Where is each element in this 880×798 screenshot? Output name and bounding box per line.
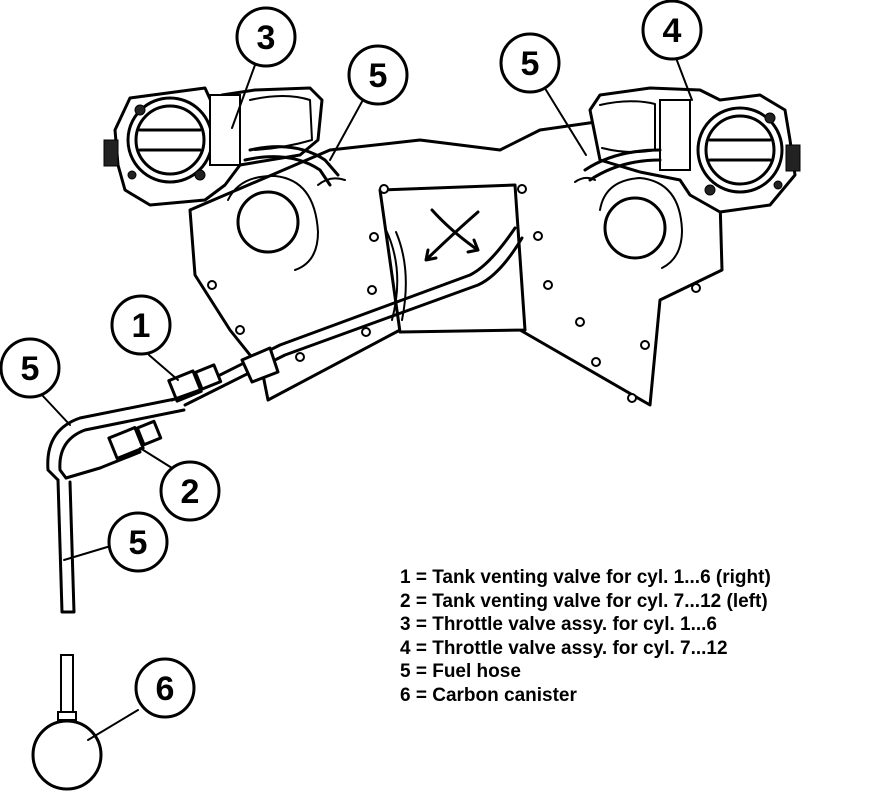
callout-1: 1	[110, 294, 172, 356]
callout-5-lower-label: 5	[129, 524, 148, 562]
throttle-valve-assy-right-bank	[103, 86, 324, 207]
callout-4: 4	[641, 0, 703, 61]
fuel-hose-upper-right	[574, 148, 662, 183]
callout-5-lower: 5	[107, 511, 169, 573]
legend: 1 = Tank venting valve for cyl. 1...6 (r…	[400, 566, 875, 707]
legend-item-6: 6 = Carbon canister	[400, 684, 577, 706]
carbon-canister	[31, 654, 103, 791]
callout-4-label: 4	[663, 12, 682, 50]
throttle-valve-assy-left-bank	[588, 86, 801, 214]
callout-2-label: 2	[181, 473, 200, 511]
tank-venting-valve-2	[98, 419, 163, 470]
callout-5-upper-left: 5	[347, 44, 409, 106]
legend-item-2: 2 = Tank venting valve for cyl. 7...12 (…	[400, 590, 768, 612]
callout-3: 3	[235, 6, 297, 68]
fuel-hose-lower	[46, 396, 186, 614]
tank-venting-valve-1	[167, 363, 223, 403]
callout-5-upper-right-label: 5	[521, 45, 540, 83]
legend-item-4: 4 = Throttle valve assy. for cyl. 7...12	[400, 637, 728, 659]
callout-6-label: 6	[156, 670, 175, 708]
vent-pipe	[178, 226, 524, 407]
callout-5-left: 5	[0, 337, 61, 399]
legend-item-5: 5 = Fuel hose	[400, 661, 521, 682]
callout-3-label: 3	[257, 19, 276, 57]
callout-2: 2	[159, 460, 221, 522]
leader-lines	[41, 57, 693, 741]
callout-5-upper-right: 5	[499, 32, 561, 94]
callout-1-label: 1	[132, 307, 151, 345]
cover-bolts	[207, 184, 701, 403]
callout-5-left-label: 5	[21, 350, 40, 388]
fuel-hose-upper-left	[243, 145, 346, 187]
legend-item-3: 3 = Throttle valve assy. for cyl. 1...6	[400, 614, 717, 635]
intake-manifold-cover	[188, 118, 724, 407]
crossed-arrows-icon	[424, 208, 480, 262]
callout-6: 6	[134, 657, 196, 719]
legend-item-1: 1 = Tank venting valve for cyl. 1...6 (r…	[400, 567, 771, 588]
callout-5-upper-left-label: 5	[369, 57, 388, 95]
